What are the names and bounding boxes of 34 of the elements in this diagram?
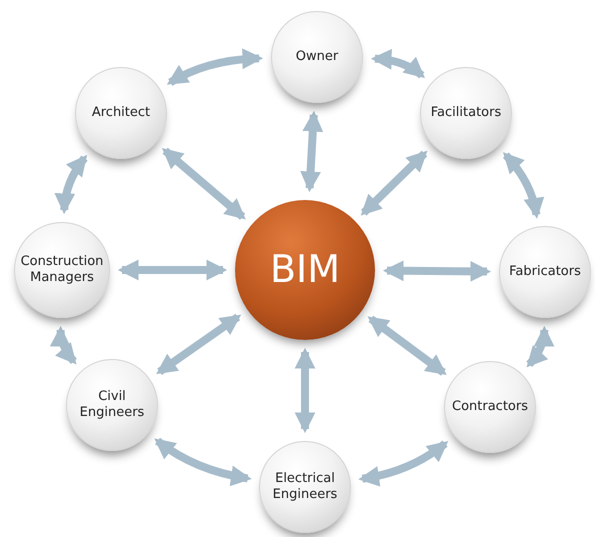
double-arrow <box>50 326 77 365</box>
double-arrow <box>300 110 324 192</box>
role-circle <box>420 67 512 159</box>
role-circle <box>271 11 363 103</box>
node-label: Fabricators <box>508 264 582 280</box>
hub-circle <box>235 200 375 340</box>
node-label: Contractors <box>451 398 529 416</box>
double-arrow <box>156 314 242 376</box>
double-arrow <box>368 316 447 376</box>
role-circle <box>75 67 167 159</box>
double-arrow <box>502 152 544 219</box>
role-circle <box>259 441 351 533</box>
role-circle <box>444 361 536 453</box>
double-arrow <box>54 154 88 214</box>
role-circle <box>66 359 158 451</box>
double-arrow <box>118 260 228 280</box>
double-arrow <box>162 148 246 220</box>
node-label: Owner <box>294 48 340 66</box>
double-arrow <box>370 49 426 79</box>
node-label: Electrical Engineers <box>272 470 338 504</box>
node-label: BIM <box>268 246 342 294</box>
role-circle <box>14 222 110 318</box>
double-arrow <box>358 440 448 486</box>
role-circle <box>499 226 591 318</box>
double-arrow <box>166 48 264 86</box>
double-arrow <box>154 438 252 486</box>
double-arrow <box>526 326 554 368</box>
node-label: Architect <box>90 104 152 122</box>
node-label: Facilitators <box>430 104 502 122</box>
node-label: Civil Engineers <box>78 388 146 422</box>
double-arrow <box>360 150 428 216</box>
node-label: Construction Managers <box>20 254 104 286</box>
double-arrow <box>382 260 492 282</box>
double-arrow <box>294 348 316 434</box>
